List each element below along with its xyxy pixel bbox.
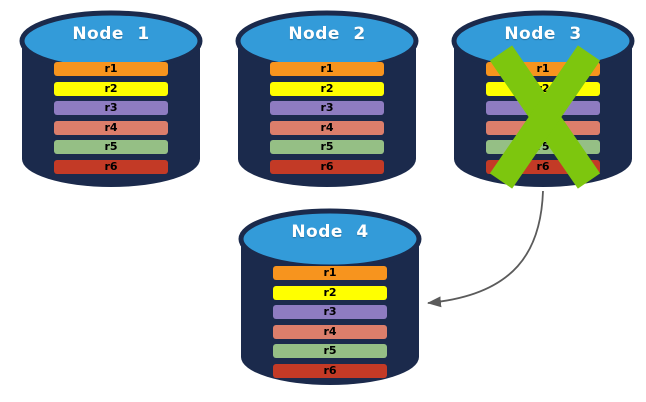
node-title: Node 3 — [504, 24, 582, 44]
record-bar-r5: r5 — [54, 140, 168, 154]
record-bar-r1: r1 — [54, 62, 168, 76]
arrow-curve — [427, 190, 544, 308]
record-bar-r5: r5 — [486, 140, 600, 154]
record-bar-r5: r5 — [273, 344, 387, 358]
record-bar-r3: r3 — [486, 101, 600, 115]
record-bar-r6: r6 — [486, 160, 600, 174]
node-title: Node 2 — [288, 24, 366, 44]
record-bar-r4: r4 — [54, 121, 168, 135]
node-2: Node 2 r1 r2 r3 r4 r5 r6 — [234, 7, 420, 195]
record-bar-r2: r2 — [270, 82, 384, 96]
record-bar-r3: r3 — [54, 101, 168, 115]
record-bar-r6: r6 — [270, 160, 384, 174]
record-bar-r4: r4 — [273, 325, 387, 339]
record-bar-r2: r2 — [486, 82, 600, 96]
node-3: Node 3 r1 r2 r3 r4 r5 r6 — [450, 7, 636, 195]
node-1: Node 1 r1 r2 r3 r4 r5 r6 — [18, 7, 204, 195]
node-4: Node 4 r1 r2 r3 r4 r5 r6 — [237, 205, 423, 393]
record-bar-r6: r6 — [273, 364, 387, 378]
record-bar-r3: r3 — [273, 305, 387, 319]
record-bar-r1: r1 — [273, 266, 387, 280]
record-bar-r4: r4 — [486, 121, 600, 135]
record-bar-r3: r3 — [270, 101, 384, 115]
record-bar-r2: r2 — [54, 82, 168, 96]
record-bar-r1: r1 — [486, 62, 600, 76]
record-bar-r4: r4 — [270, 121, 384, 135]
record-bar-r1: r1 — [270, 62, 384, 76]
record-bar-r5: r5 — [270, 140, 384, 154]
record-bar-r2: r2 — [273, 286, 387, 300]
record-bar-r6: r6 — [54, 160, 168, 174]
node-title: Node 4 — [291, 222, 369, 242]
node-title: Node 1 — [72, 24, 150, 44]
